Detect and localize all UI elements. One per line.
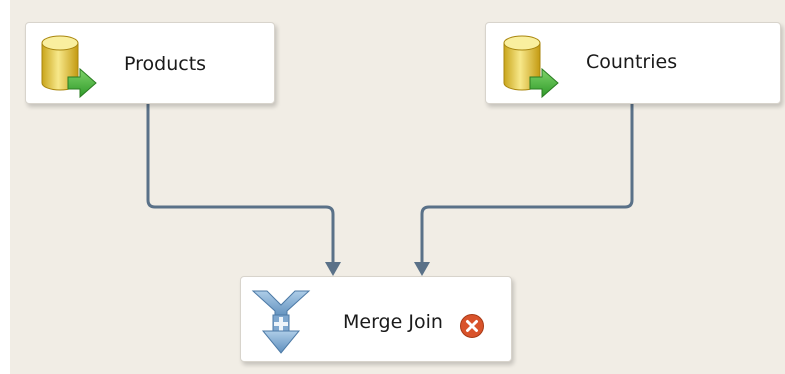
data-source-icon: [500, 31, 560, 103]
connector-countries-merge[interactable]: [420, 104, 634, 264]
node-label: Countries: [586, 51, 678, 73]
arrowhead-icon: [414, 262, 430, 276]
countries-source-node[interactable]: Countries: [485, 22, 781, 104]
node-label: Merge Join: [343, 311, 443, 333]
node-label: Products: [124, 53, 207, 75]
data-source-icon: [38, 31, 98, 103]
merge-join-node[interactable]: Merge Join: [240, 276, 512, 362]
error-icon[interactable]: [459, 313, 485, 343]
merge-join-icon: [251, 289, 311, 359]
products-source-node[interactable]: Products: [25, 22, 275, 104]
connector-products-merge[interactable]: [146, 104, 335, 264]
arrowhead-icon: [325, 262, 341, 276]
